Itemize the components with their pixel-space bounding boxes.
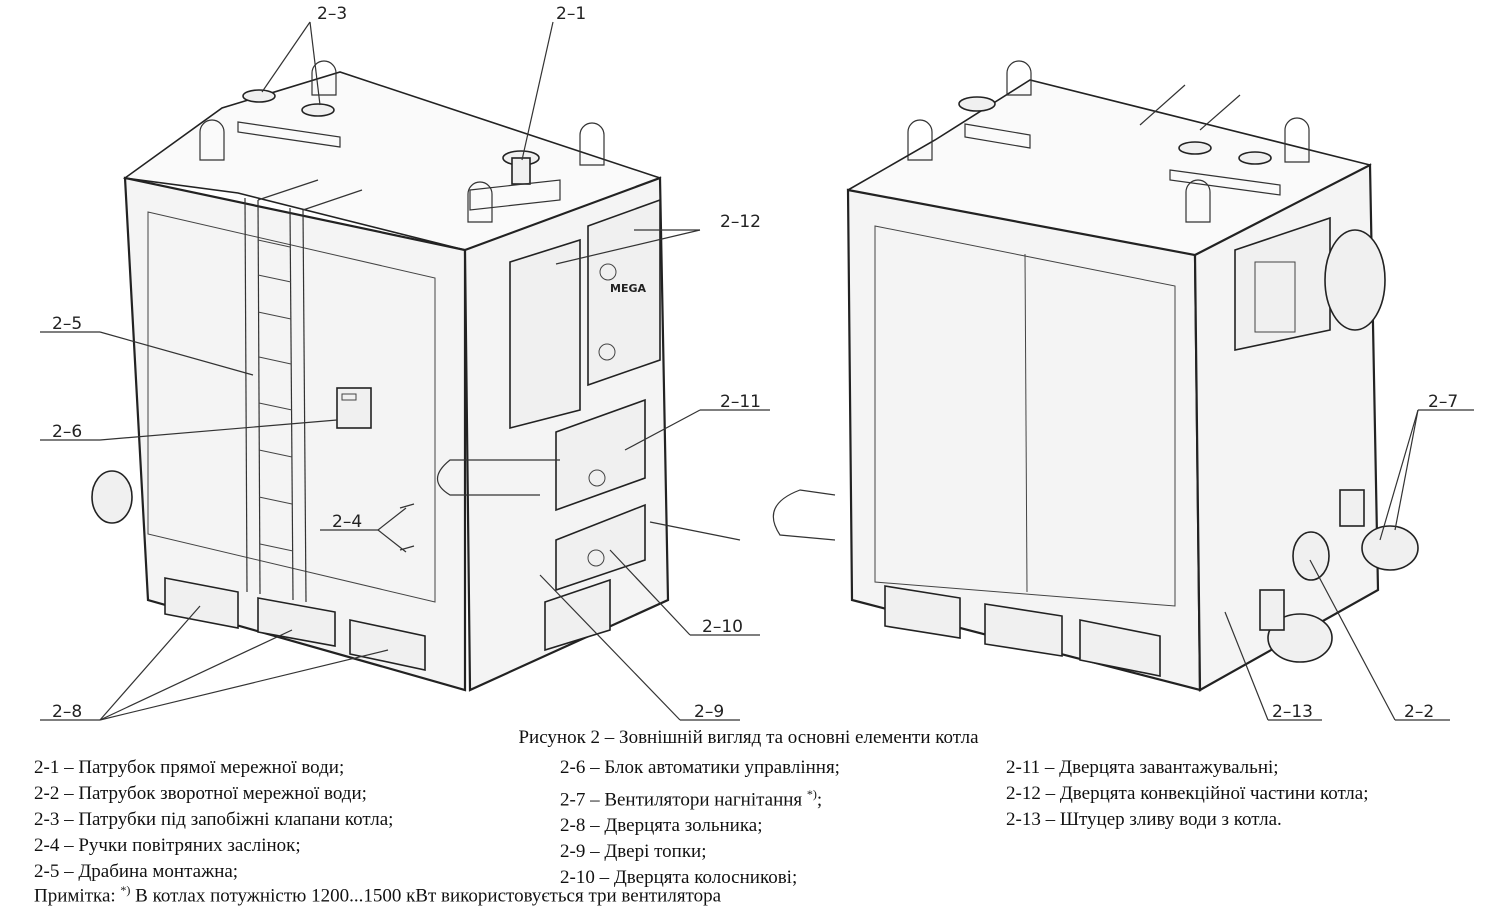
legend-column-1: 2-1 – Патрубок прямої мережної води; 2-2… bbox=[34, 755, 393, 885]
legend-item-2-4: 2-4 – Ручки повітряних заслінок; bbox=[34, 835, 301, 856]
legend-item-2-12: 2-12 – Дверцята конвекційної частини кот… bbox=[1006, 783, 1369, 804]
legend-item-2-2: 2-2 – Патрубок зворотної мережної води; bbox=[34, 783, 367, 804]
leader-lines bbox=[40, 21, 1474, 721]
convection-door-left bbox=[509, 238, 581, 430]
label-2-13: 2–13 bbox=[1272, 702, 1313, 722]
left-boiler-side bbox=[123, 176, 467, 692]
ladder bbox=[244, 179, 363, 603]
legend-item-2-3: 2-3 – Патрубки під запобіжні клапани кот… bbox=[34, 809, 394, 830]
front-doors: MEGA bbox=[509, 198, 661, 652]
label-2-11: 2–11 bbox=[720, 392, 761, 412]
brand-logo: MEGA bbox=[610, 282, 646, 295]
pipe-loop-right bbox=[772, 489, 836, 541]
loading-door bbox=[555, 398, 646, 512]
label-2-1: 2–1 bbox=[556, 4, 586, 24]
right-lifting-lugs bbox=[907, 60, 1310, 223]
legend-column-3: 2-11 – Дверцята завантажувальні; 2-12 – … bbox=[1006, 755, 1369, 833]
legend-item-2-9: 2-9 – Двері топки; bbox=[560, 841, 707, 863]
right-top-nozzles bbox=[958, 84, 1281, 196]
note-prefix: Примітка: bbox=[34, 885, 121, 907]
legend-item-2-1: 2-1 – Патрубок прямої мережної води; bbox=[34, 757, 345, 778]
label-2-8: 2–8 bbox=[52, 702, 82, 722]
ash-doors bbox=[164, 577, 426, 671]
legend-column-2: 2-6 – Блок автоматики управління; 2-7 – … bbox=[560, 755, 840, 891]
label-2-2: 2–2 bbox=[1404, 702, 1434, 722]
label-2-3: 2–3 bbox=[317, 4, 347, 24]
label-2-5: 2–5 bbox=[52, 314, 82, 334]
control-unit bbox=[336, 387, 372, 429]
top-nozzles bbox=[237, 89, 561, 211]
right-boiler-view bbox=[772, 60, 1419, 692]
legend-item-2-8: 2-8 – Дверцята зольника; bbox=[560, 815, 763, 837]
footnote: Примітка: *) В котлах потужністю 1200...… bbox=[34, 883, 721, 907]
lifting-lugs bbox=[199, 60, 605, 223]
flue-outlet bbox=[1234, 216, 1386, 351]
drain-rod bbox=[649, 521, 741, 541]
label-2-7: 2–7 bbox=[1428, 392, 1458, 412]
boiler-drawing: MEGA bbox=[40, 4, 1474, 722]
fans bbox=[1259, 489, 1419, 663]
label-2-9: 2–9 bbox=[694, 702, 724, 722]
label-2-4: 2–4 bbox=[332, 512, 362, 532]
legend-item-2-7-text: 2-7 – Вентилятори нагнітання bbox=[560, 789, 807, 811]
legend-item-2-7-tail: ; bbox=[816, 789, 823, 811]
left-boiler-view: MEGA bbox=[91, 60, 741, 692]
label-2-6: 2–6 bbox=[52, 422, 82, 442]
legend-item-2-5: 2-5 – Драбина монтажна; bbox=[34, 861, 239, 882]
legend-item-2-10: 2-10 – Дверцята колосникові; bbox=[560, 867, 798, 889]
right-ash-doors bbox=[884, 585, 1161, 677]
legend-item-2-13: 2-13 – Штуцер зливу води з котла. bbox=[1006, 809, 1282, 830]
convection-door-right bbox=[587, 198, 661, 387]
legend-item-2-7: 2-7 – Вентилятори нагнітання *); bbox=[560, 781, 840, 813]
label-2-10: 2–10 bbox=[702, 617, 743, 637]
figure-caption: Рисунок 2 – Зовнішній вигляд та основні … bbox=[518, 727, 979, 748]
callout-labels: 2–3 2–1 2–12 2–11 2–5 2–6 2–4 2–8 2–9 2–… bbox=[52, 4, 1458, 722]
footnote-mark: *) bbox=[806, 787, 817, 801]
pipe-loop-left bbox=[436, 459, 560, 496]
fan-left bbox=[91, 470, 133, 524]
note-mark: *) bbox=[120, 883, 131, 897]
legend-item-2-11: 2-11 – Дверцята завантажувальні; bbox=[1006, 757, 1279, 778]
note-text: В котлах потужністю 1200...1500 кВт вико… bbox=[130, 885, 722, 907]
label-2-12: 2–12 bbox=[720, 212, 761, 232]
grate-door bbox=[555, 503, 646, 592]
legend-item-2-6: 2-6 – Блок автоматики управління; bbox=[560, 757, 840, 778]
